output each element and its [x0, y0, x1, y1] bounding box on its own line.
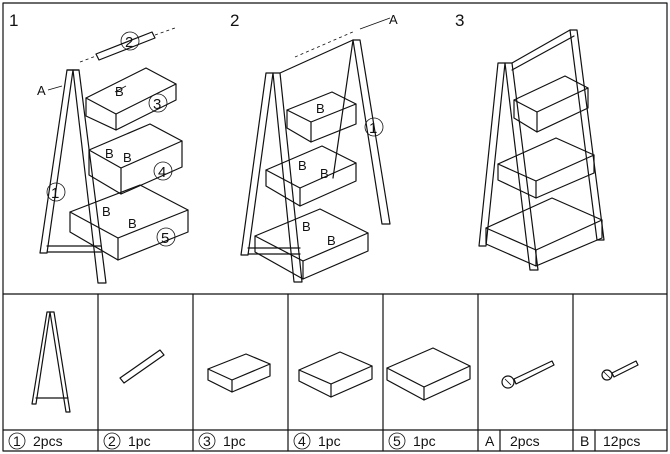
a-frame-exploded: [39, 69, 107, 284]
step-3: 3: [455, 11, 605, 271]
svg-text:B: B: [102, 204, 111, 219]
svg-text:4: 4: [298, 433, 306, 449]
caption-part-4: 4 1pc: [293, 432, 341, 450]
svg-text:B: B: [298, 158, 307, 173]
step-number: 1: [9, 11, 18, 30]
svg-text:1pc: 1pc: [223, 433, 246, 449]
svg-text:A: A: [389, 12, 398, 27]
svg-text:B: B: [302, 219, 311, 234]
short-screw-icon: [601, 360, 639, 381]
caption-part-b: B 12pcs: [580, 429, 640, 452]
svg-text:B: B: [105, 146, 114, 161]
finished-shelf: [478, 29, 605, 271]
caption-part-5: 5 1pc: [388, 432, 436, 450]
svg-text:3: 3: [455, 11, 464, 30]
medium-box-icon: [298, 351, 373, 398]
rod-icon: [119, 349, 165, 384]
svg-text:1pc: 1pc: [413, 433, 436, 449]
middle-box: [88, 123, 183, 195]
pin-rod: [79, 27, 176, 63]
bottom-box: [69, 184, 189, 261]
svg-text:1pc: 1pc: [318, 433, 341, 449]
svg-text:1: 1: [369, 120, 377, 137]
parts-list: [31, 311, 639, 413]
svg-text:2: 2: [230, 11, 239, 30]
svg-text:B: B: [580, 433, 589, 449]
ladder-assembly: [240, 39, 391, 283]
a-frame-icon: [31, 311, 71, 413]
svg-text:B: B: [316, 101, 325, 116]
part-dividers: [97, 293, 574, 452]
step-1: 1 2 A B 3: [9, 11, 189, 284]
box-top-installed: [286, 91, 357, 143]
svg-text:B: B: [123, 150, 132, 165]
caption-part-3: 3 1pc: [198, 432, 246, 450]
svg-text:1pc: 1pc: [128, 433, 151, 449]
svg-text:5: 5: [393, 433, 401, 449]
svg-text:2pcs: 2pcs: [33, 433, 63, 449]
top-box: [85, 67, 177, 131]
large-box-icon: [386, 347, 471, 401]
svg-text:2: 2: [125, 34, 133, 51]
svg-text:12pcs: 12pcs: [603, 433, 640, 449]
rod-dashed: [294, 17, 391, 58]
small-box-icon: [207, 353, 271, 393]
svg-text:B: B: [327, 233, 336, 248]
svg-text:B: B: [320, 166, 329, 181]
svg-text:2: 2: [108, 433, 116, 449]
caption-part-1: 1 2pcs: [8, 432, 63, 450]
svg-text:1: 1: [13, 433, 21, 449]
svg-text:4: 4: [158, 164, 166, 181]
part-captions: 1 2pcs 2 1pc 3 1pc 4 1pc 5 1pc A 2pcs: [8, 429, 640, 452]
svg-text:A: A: [485, 433, 495, 449]
box-bottom-installed: [254, 208, 369, 280]
svg-text:B: B: [128, 216, 137, 231]
svg-text:3: 3: [153, 96, 161, 113]
svg-text:2pcs: 2pcs: [510, 433, 540, 449]
long-screw-icon: [501, 360, 555, 389]
svg-text:B: B: [115, 84, 124, 99]
box-middle-installed: [265, 145, 357, 207]
step-2: 2 A B B B: [230, 11, 398, 283]
bolt-label: A: [37, 83, 46, 98]
svg-text:1: 1: [51, 185, 59, 202]
pin-callout: [120, 31, 140, 51]
svg-text:3: 3: [203, 433, 211, 449]
svg-text:5: 5: [161, 230, 169, 247]
caption-part-a: A 2pcs: [485, 429, 540, 452]
caption-part-2: 2 1pc: [103, 432, 151, 450]
